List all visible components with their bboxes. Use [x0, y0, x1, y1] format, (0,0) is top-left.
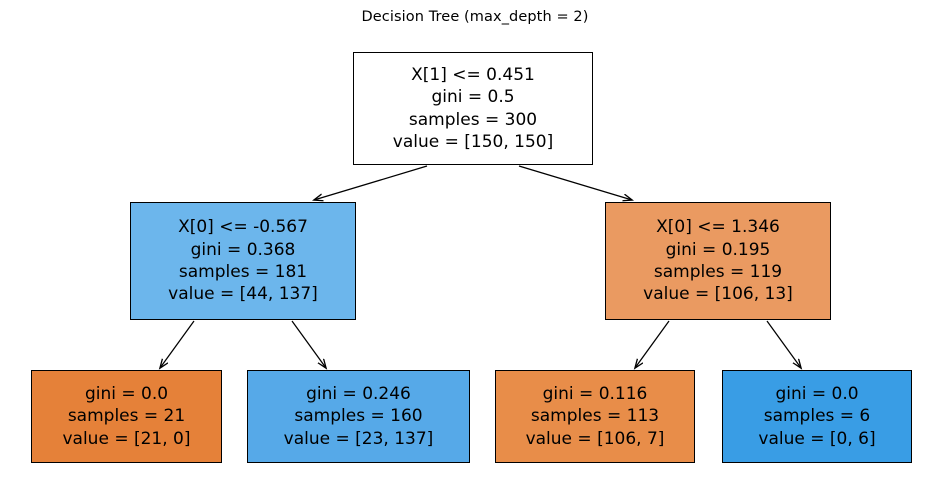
page-title: Decision Tree (max_depth = 2) — [361, 9, 589, 25]
tree-edge — [291, 320, 326, 368]
tree-node-text-line: value = [23, 137] — [283, 428, 434, 449]
tree-node-text-line: value = [0, 6] — [758, 428, 876, 449]
tree-node-text-line: samples = 113 — [530, 406, 660, 427]
tree-node-text-line: X[0] <= -0.567 — [178, 217, 308, 238]
tree-edge — [518, 165, 632, 200]
tree-node-text-line: X[0] <= 1.346 — [656, 217, 780, 238]
tree-node-text-line: value = [21, 0] — [62, 428, 191, 449]
tree-edge — [160, 320, 195, 368]
tree-node-text-line: value = [44, 137] — [168, 284, 318, 305]
tree-node-text-line: samples = 160 — [294, 406, 423, 427]
tree-node-text-line: gini = 0.368 — [190, 239, 296, 260]
tree-node-text-line: X[1] <= 0.451 — [411, 64, 535, 85]
tree-node-text-line: value = [106, 13] — [643, 284, 793, 305]
tree-edge — [766, 320, 801, 368]
tree-edge — [635, 320, 670, 368]
tree-node-text-line: gini = 0.0 — [84, 383, 169, 404]
tree-node-text-line: gini = 0.116 — [542, 383, 648, 404]
tree-node-text-line: value = [150, 150] — [392, 131, 554, 152]
tree-node-text-line: gini = 0.195 — [665, 239, 771, 260]
tree-node-text-line: samples = 119 — [653, 262, 783, 282]
tree-node-text-line: gini = 0.5 — [431, 87, 515, 108]
tree-node-text-line: value = [106, 7] — [525, 428, 665, 449]
tree-node-text-line: gini = 0.0 — [775, 383, 859, 404]
tree-node-text-line: samples = 21 — [67, 406, 186, 427]
tree-node-text-line: samples = 300 — [408, 109, 538, 130]
tree-node-text-line: samples = 6 — [763, 406, 871, 427]
tree-node-text-line: gini = 0.246 — [306, 383, 411, 404]
tree-edge — [314, 165, 428, 200]
tree-node-text-line: samples = 181 — [178, 262, 308, 282]
